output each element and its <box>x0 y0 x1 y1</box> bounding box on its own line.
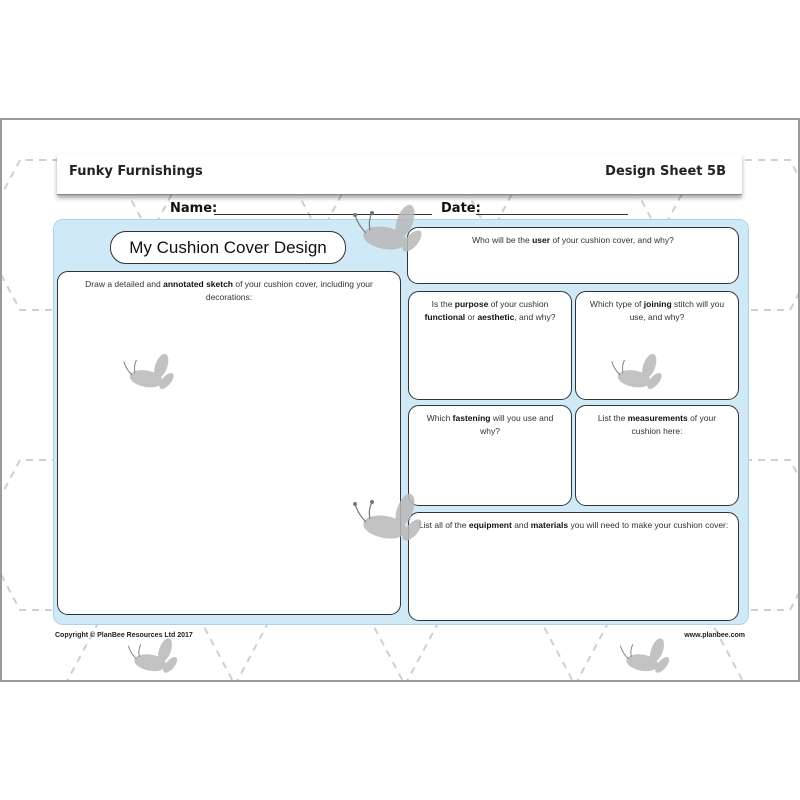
page-edge-right <box>798 118 800 682</box>
bee-icon <box>123 353 174 390</box>
header-banner: Funky Furnishings Design Sheet 5B <box>57 154 742 195</box>
date-field-line[interactable] <box>476 214 628 215</box>
sketch-prompt: Draw a detailed and annotated sketch of … <box>85 279 373 302</box>
measurements-box[interactable]: List the measurements of your cushion he… <box>575 405 739 506</box>
equipment-prompt: List all of the equipment and materials … <box>418 520 729 530</box>
date-label: Date: <box>441 201 481 216</box>
joining-prompt: Which type of joining stitch will you us… <box>589 299 725 322</box>
bee-icon <box>353 204 422 252</box>
name-label: Name: <box>170 201 218 216</box>
user-box[interactable]: Who will be the user of your cushion cov… <box>407 227 739 284</box>
copyright-text: Copyright © PlanBee Resources Ltd 2017 <box>55 632 193 639</box>
website-text: www.planbee.com <box>684 632 745 639</box>
bee-icon <box>353 493 422 541</box>
worksheet-title: Funky Furnishings <box>69 164 203 179</box>
purpose-box[interactable]: Is the purpose of your cushion functiona… <box>408 291 572 400</box>
bee-icon <box>127 638 178 673</box>
bee-icon <box>611 353 662 390</box>
bee-icon <box>619 638 670 673</box>
sheet-label: Design Sheet 5B <box>605 164 726 179</box>
name-field-line[interactable] <box>214 214 432 215</box>
measurements-prompt: List the measurements of your cushion he… <box>597 413 717 436</box>
page-edge-left <box>0 118 2 682</box>
fastening-prompt: Which fastening will you use and why? <box>426 413 554 436</box>
main-title: My Cushion Cover Design <box>110 231 346 264</box>
user-prompt: Who will be the user of your cushion cov… <box>472 235 674 245</box>
sketch-box[interactable]: Draw a detailed and annotated sketch of … <box>57 271 401 615</box>
purpose-prompt: Is the purpose of your cushion functiona… <box>424 299 556 322</box>
equipment-box[interactable]: List all of the equipment and materials … <box>408 512 739 621</box>
fastening-box[interactable]: Which fastening will you use and why? <box>408 405 572 506</box>
